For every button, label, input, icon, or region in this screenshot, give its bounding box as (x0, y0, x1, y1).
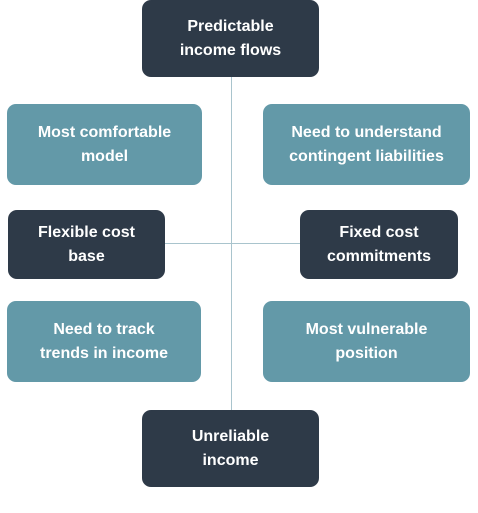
box-text: Most vulnerable position (306, 318, 428, 366)
box-text: Most comfortable model (38, 121, 171, 169)
horizontal-axis-line (160, 243, 305, 244)
quadrant-bottom-right: Most vulnerable position (263, 301, 470, 382)
axis-right-fixed-cost: Fixed cost commitments (300, 210, 458, 279)
quadrant-top-left: Most comfortable model (7, 104, 202, 185)
axis-bottom-unreliable-income: Unreliable income (142, 410, 319, 487)
box-line-1: Need to understand (291, 123, 442, 141)
box-line-1: Fixed cost (339, 223, 419, 241)
box-line-2: trends in income (39, 344, 169, 362)
box-text: Flexible cost base (38, 221, 135, 269)
box-text: Need to understand contingent liabilitie… (289, 121, 444, 169)
box-line-1: Flexible cost (38, 223, 135, 241)
box-text: Need to track trends in income (40, 318, 168, 366)
box-line-2: model (80, 147, 129, 165)
box-text: Fixed cost commitments (327, 221, 431, 269)
box-line-2: position (335, 344, 398, 362)
box-text: Predictable income flows (180, 15, 281, 63)
box-line-1: Need to track (53, 320, 155, 338)
quadrant-bottom-left: Need to track trends in income (7, 301, 201, 382)
box-line-1: Unreliable (191, 427, 270, 445)
box-line-1: Most vulnerable (305, 320, 428, 338)
quadrant-top-right: Need to understand contingent liabilitie… (263, 104, 470, 185)
box-line-2: income (202, 451, 259, 469)
box-line-1: Predictable (187, 17, 274, 35)
box-line-2: commitments (326, 247, 432, 265)
box-line-1: Most comfortable (37, 123, 172, 141)
box-text: Unreliable income (192, 425, 269, 473)
box-line-2: contingent liabilities (289, 147, 444, 165)
axis-left-flexible-cost: Flexible cost base (8, 210, 165, 279)
box-line-2: income flows (179, 41, 282, 59)
vertical-axis-line (231, 62, 232, 414)
box-line-2: base (68, 247, 105, 265)
axis-top-predictable-income: Predictable income flows (142, 0, 319, 77)
